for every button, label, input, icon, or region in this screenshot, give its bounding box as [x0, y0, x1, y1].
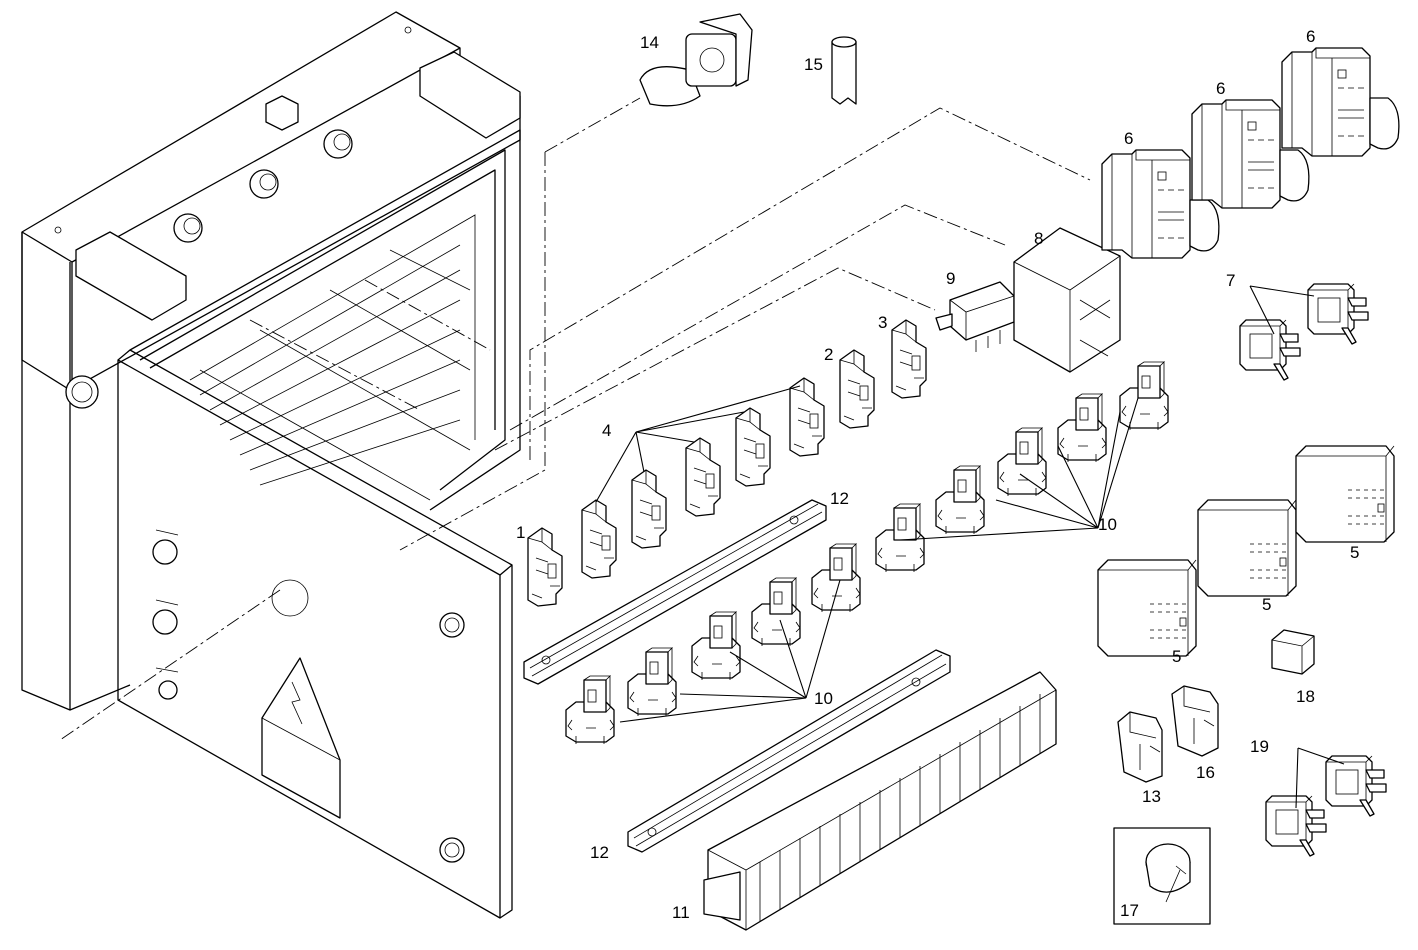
callout-14: 14 — [640, 33, 659, 52]
callout-8: 8 — [1034, 229, 1043, 248]
callout-6a: 6 — [1124, 129, 1133, 148]
callout-5a: 5 — [1172, 647, 1181, 666]
power-module-8 — [1013, 227, 1121, 373]
callout-5b: 5 — [1262, 595, 1271, 614]
callout-12a: 12 — [830, 489, 849, 508]
enclosure-housing — [21, 11, 521, 711]
callout-9: 9 — [946, 269, 955, 288]
callout-10a: 10 — [1098, 515, 1117, 534]
relay-module-9 — [935, 281, 1015, 352]
din-rail-upper — [523, 499, 827, 685]
terminal-clamp-13 — [1117, 711, 1163, 783]
callout-16: 16 — [1196, 763, 1215, 782]
callout-6c: 6 — [1306, 27, 1315, 46]
callout-13: 13 — [1142, 787, 1161, 806]
terminal-block-strip — [703, 671, 1057, 931]
callout-10b: 10 — [814, 689, 833, 708]
high-voltage-warning-icon — [291, 681, 303, 725]
callout-19: 19 — [1250, 737, 1269, 756]
callout-18: 18 — [1296, 687, 1315, 706]
din-rail-lower — [627, 649, 951, 853]
fuse-tube — [831, 36, 857, 105]
callout-15: 15 — [804, 55, 823, 74]
callout-3: 3 — [878, 313, 887, 332]
enclosure-door[interactable] — [117, 349, 513, 919]
callout-17: 17 — [1120, 901, 1139, 920]
callout-11: 11 — [672, 903, 690, 922]
leader-lines — [595, 285, 1345, 809]
plug-relays-19 — [1265, 755, 1387, 857]
callout-5c: 5 — [1350, 543, 1359, 562]
callout-1: 1 — [516, 523, 525, 542]
callout-7: 7 — [1226, 271, 1235, 290]
side-auxiliary-units — [1101, 47, 1400, 259]
knob-17-box — [1113, 827, 1211, 925]
callout-6b: 6 — [1216, 79, 1225, 98]
callout-12b: 12 — [590, 843, 609, 862]
selector-switch — [639, 13, 753, 107]
callout-4: 4 — [602, 421, 611, 440]
terminal-clamp-16 — [1171, 685, 1219, 757]
callout-2: 2 — [824, 345, 833, 364]
assembly-lines — [59, 97, 1091, 741]
small-module-18 — [1271, 629, 1315, 675]
callout-labels: 1 2 3 4 5 5 5 6 6 6 7 8 9 10 10 11 12 12… — [516, 27, 1359, 922]
plug-relays-7 — [1239, 283, 1369, 381]
